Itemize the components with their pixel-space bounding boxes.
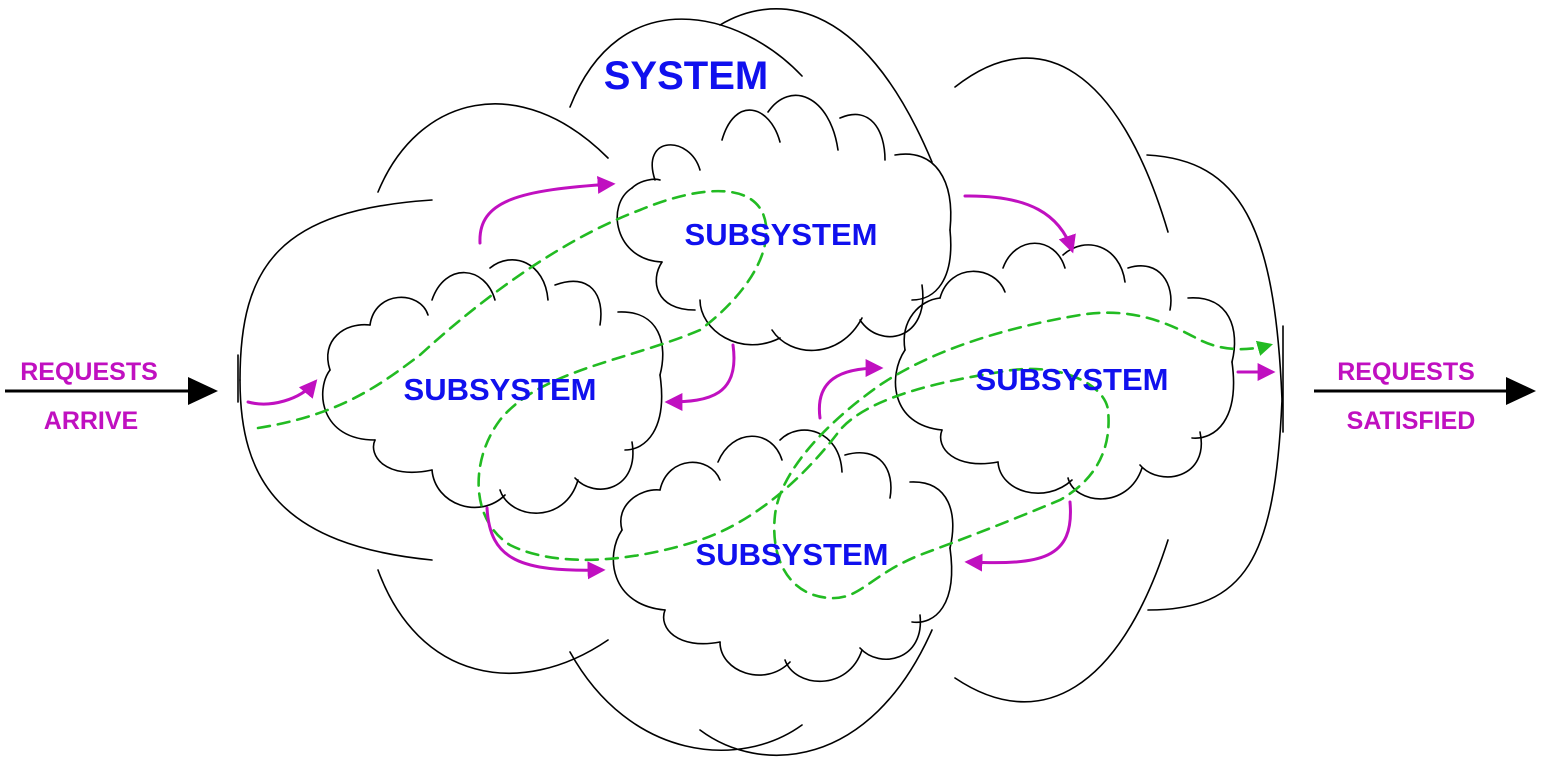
flow-arrows <box>246 175 1276 580</box>
request-path <box>256 189 1274 600</box>
system-label: SYSTEM <box>604 54 768 98</box>
input-label-line2: ARRIVE <box>44 407 138 435</box>
input-label-line1: REQUESTS <box>20 358 158 386</box>
subsystem-label-right: SUBSYSTEM <box>976 362 1169 397</box>
output-arrow <box>1314 377 1536 405</box>
system-cloud <box>237 8 1284 756</box>
subsystem-cloud-top <box>616 94 952 352</box>
output-label-line1: REQUESTS <box>1337 358 1475 386</box>
subsystem-label-top: SUBSYSTEM <box>685 217 878 252</box>
subsystem-cloud-left <box>321 259 664 514</box>
subsystem-label-bottom: SUBSYSTEM <box>696 537 889 572</box>
output-label-line2: SATISFIED <box>1347 407 1476 435</box>
subsystem-cloud-right <box>894 242 1236 500</box>
subsystem-cloud-bottom <box>612 429 954 683</box>
input-arrow <box>5 377 218 405</box>
subsystem-label-left: SUBSYSTEM <box>404 372 597 407</box>
